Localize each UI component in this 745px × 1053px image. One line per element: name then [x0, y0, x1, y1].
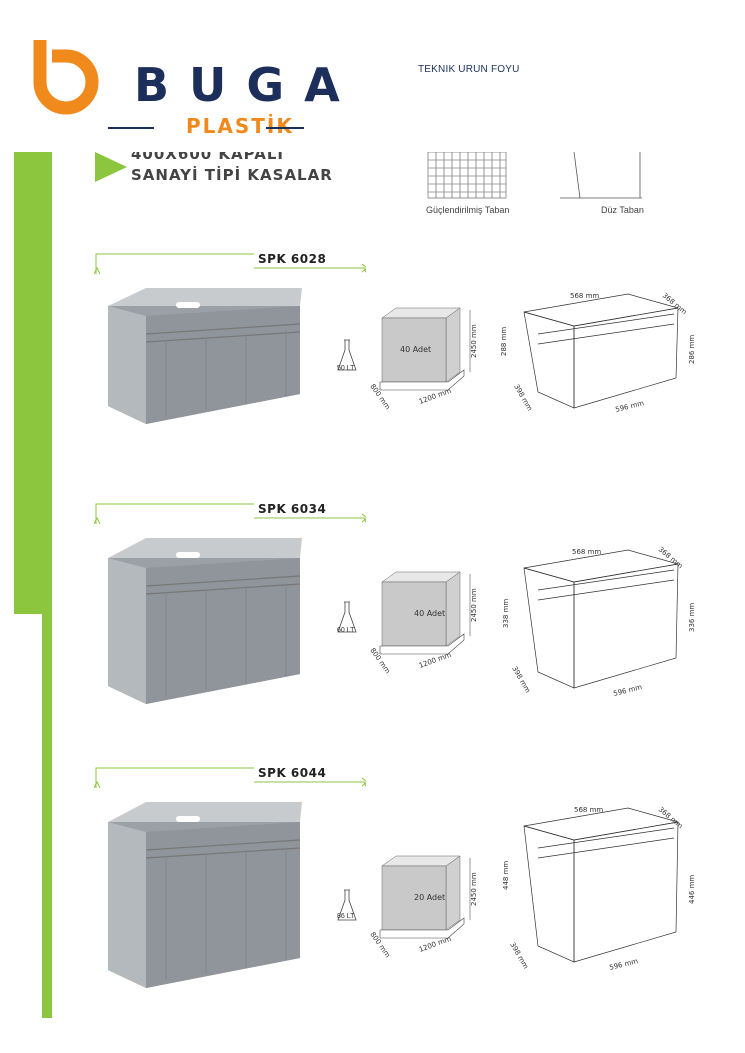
- product-volume: 50 LT: [337, 365, 355, 372]
- dim-height-left: 448 mm: [502, 861, 510, 890]
- section-connector-line: [94, 503, 366, 525]
- side-accent-bar-lower: [42, 614, 52, 1018]
- section-connector-line: [94, 253, 366, 275]
- brand-subname: PLASTİK: [186, 114, 294, 138]
- document-label: TEKNIK URUN FOYU: [418, 64, 520, 75]
- brand-logo: BUGA PLASTİK: [30, 30, 340, 138]
- pallet-stack-diagram: 40 Adet 2450 mm 800 mm 1200 mm: [368, 571, 478, 674]
- pallet-stack-diagram: 40 Adet 2450 mm 800 mm 1200 mm: [368, 307, 478, 410]
- brand-name: BUGA: [134, 58, 360, 112]
- crate-photo: [108, 538, 302, 704]
- dim-outer-length: 596 mm: [615, 399, 645, 414]
- product-volume: 60 LT: [337, 627, 355, 634]
- dim-outer-width: 398 mm: [508, 941, 530, 970]
- pallet-count: 40 Adet: [400, 345, 431, 354]
- product-code: SPK 6028: [258, 252, 327, 266]
- crate-technical-drawing: 568 mm 368 mm 448 mm 446 mm 398 mm 596 m…: [502, 805, 696, 972]
- dim-outer-length: 596 mm: [613, 683, 643, 698]
- volume-bottle-icon: [337, 339, 357, 371]
- dim-height-right: 336 mm: [688, 603, 696, 632]
- volume-bottle-icon: [337, 889, 357, 921]
- reinforced-base-caption: Güçlendirilmiş Taban: [426, 205, 510, 215]
- dim-outer-width: 398 mm: [512, 383, 534, 412]
- volume-bottle-icon: [337, 601, 357, 633]
- crate-technical-drawing: 568 mm 368 mm 338 mm 336 mm 398 mm 596 m…: [502, 545, 696, 698]
- logo-rule-right: [266, 127, 304, 129]
- flat-base-image: [560, 152, 642, 199]
- logo-b-mark-icon: [33, 40, 99, 115]
- crate-photo: [108, 288, 302, 424]
- dim-inner-length: 568 mm: [574, 806, 603, 814]
- side-accent-bar: [14, 152, 52, 614]
- product-code: SPK 6044: [258, 766, 327, 780]
- reinforced-base-image: [427, 152, 507, 199]
- pallet-count: 40 Adet: [414, 609, 445, 618]
- pallet-height: 2450 mm: [470, 872, 478, 906]
- product-volume: 86 LT: [337, 913, 355, 920]
- product-code: SPK 6034: [258, 502, 327, 516]
- flat-base-caption: Düz Taban: [601, 205, 644, 215]
- crate-technical-drawing: 568 mm 368 mm 288 mm 286 mm 398 mm 596 m…: [500, 291, 696, 414]
- dim-inner-length: 568 mm: [572, 548, 601, 556]
- pallet-height: 2450 mm: [470, 588, 478, 622]
- dim-inner-width: 368 mm: [661, 291, 689, 316]
- page-title-line1: 400X600 KAPALI: [131, 145, 285, 163]
- dim-inner-length: 568 mm: [570, 292, 599, 300]
- dim-outer-width: 398 mm: [510, 665, 532, 694]
- pallet-count: 20 Adet: [414, 893, 445, 902]
- logo-rule-left: [108, 127, 154, 129]
- pallet-stack-diagram: 20 Adet 2450 mm 800 mm 1200 mm: [368, 855, 478, 958]
- crate-photo: [108, 802, 302, 988]
- dim-height-right: 286 mm: [688, 335, 696, 364]
- page-title-line2: SANAYİ TİPİ KASALAR: [131, 166, 333, 184]
- section-connector-line: [94, 767, 366, 789]
- pallet-height: 2450 mm: [470, 324, 478, 358]
- dim-outer-length: 596 mm: [609, 957, 639, 972]
- title-arrow-icon: [95, 152, 127, 182]
- dim-height-left: 288 mm: [500, 327, 508, 356]
- dim-height-right: 446 mm: [688, 875, 696, 904]
- dim-height-left: 338 mm: [502, 599, 510, 628]
- dim-inner-width: 368 mm: [657, 805, 685, 830]
